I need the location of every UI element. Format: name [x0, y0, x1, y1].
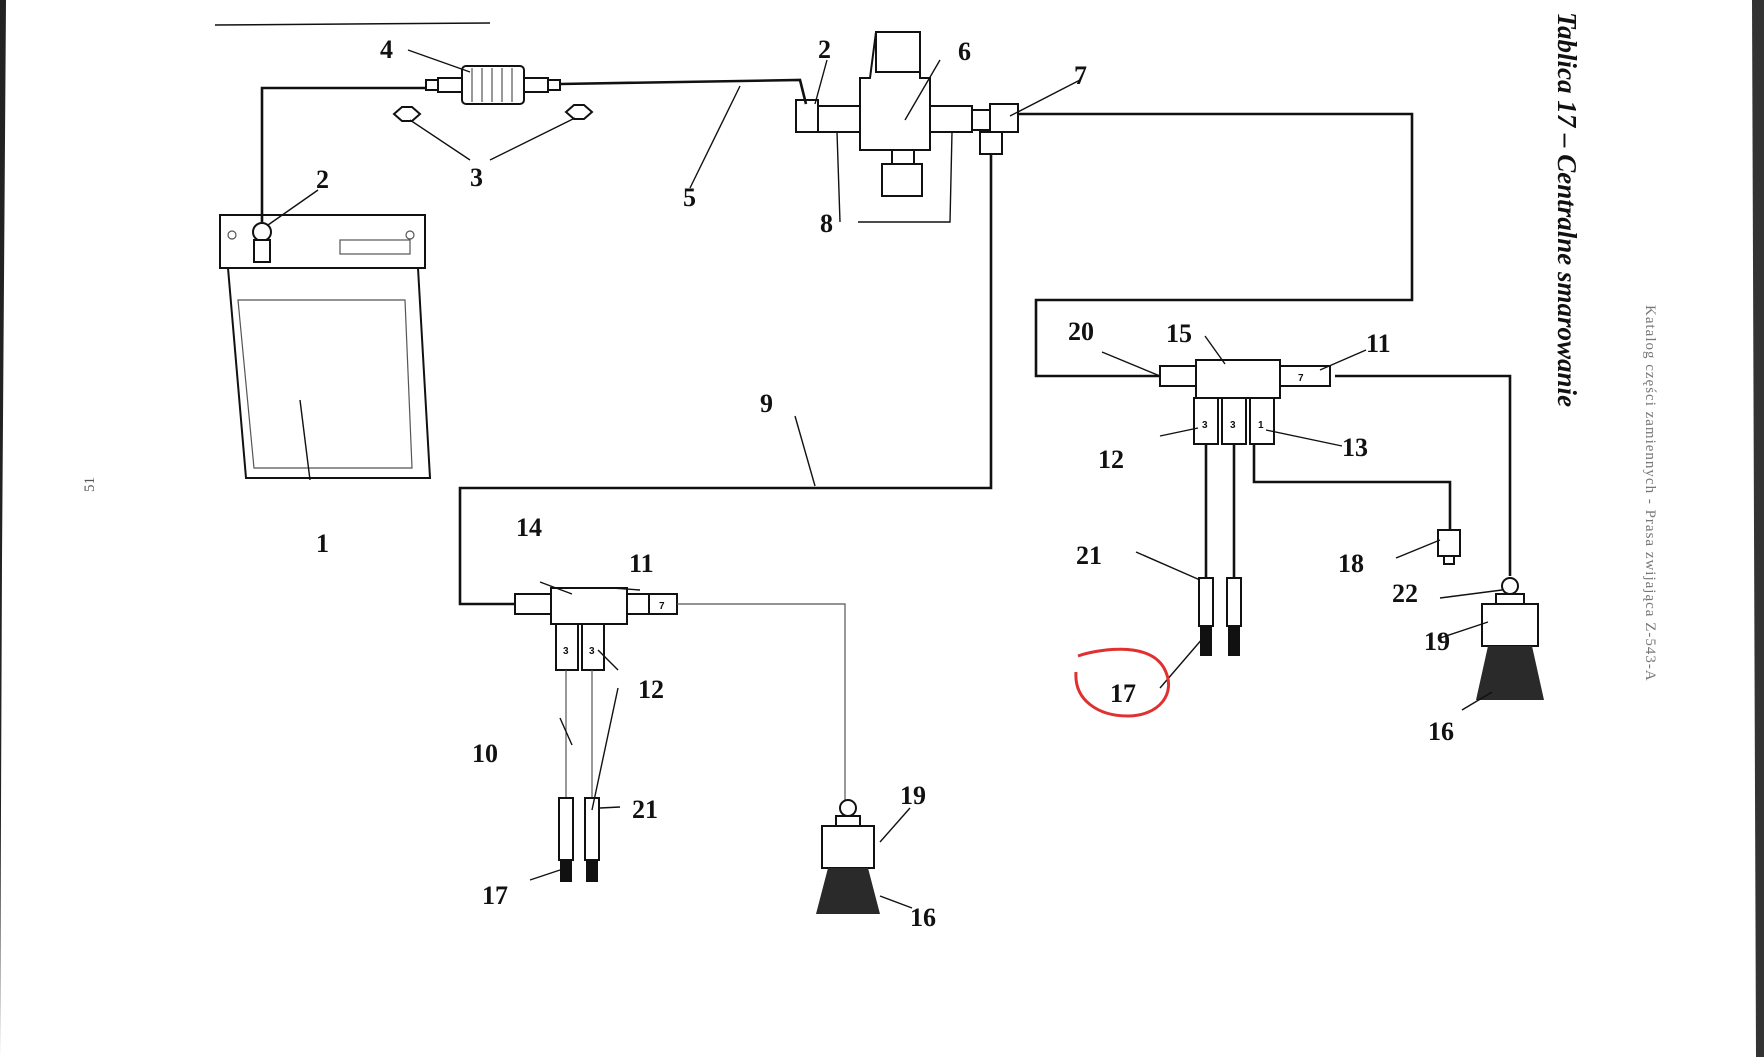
scan-edge-left — [0, 0, 6, 1057]
callout-13: 13 — [1342, 433, 1368, 462]
outlet-mark: 3 — [563, 646, 569, 657]
pump — [795, 31, 1019, 197]
pipe-lines — [260, 78, 1512, 606]
callout-10: 10 — [472, 739, 498, 768]
callout-19: 19 — [900, 781, 926, 810]
callout-20: 20 — [1068, 317, 1094, 346]
callout-4: 4 — [380, 35, 393, 64]
callout-6: 6 — [958, 37, 971, 66]
callout-12: 12 — [1098, 445, 1124, 474]
distributor-15: 3 3 1 7 — [1159, 359, 1331, 656]
callout-2: 2 — [818, 35, 831, 64]
callout-2: 2 — [316, 165, 329, 194]
callout-3: 3 — [470, 163, 483, 192]
callout-16: 16 — [910, 903, 936, 932]
bottom-brush-assembly — [816, 799, 880, 914]
callout-9: 9 — [760, 389, 773, 418]
callout-5: 5 — [683, 183, 696, 212]
callout-21: 21 — [1076, 541, 1102, 570]
callout-15: 15 — [1166, 319, 1192, 348]
reservoir — [219, 214, 432, 479]
top-rule — [214, 22, 491, 26]
callout-14: 14 — [516, 513, 542, 542]
highlight-circle — [1074, 647, 1171, 718]
page-number: 51 — [82, 477, 98, 492]
callout-21: 21 — [632, 795, 658, 824]
outlet-mark: 3 — [1202, 420, 1208, 431]
right-brush-assembly — [1437, 529, 1544, 700]
valve-mark: 7 — [659, 601, 665, 612]
callout-8: 8 — [820, 209, 833, 238]
callout-12: 12 — [638, 675, 664, 704]
callout-18: 18 — [1338, 549, 1364, 578]
callout-17: 17 — [1110, 679, 1136, 708]
outlet-mark: 1 — [1258, 420, 1264, 431]
outlet-mark: 3 — [589, 646, 595, 657]
callout-19: 19 — [1424, 627, 1450, 656]
distributor-14: 7 3 3 — [514, 587, 846, 882]
callout-11: 11 — [629, 549, 654, 578]
callout-numbers: 1 2 3 4 5 2 6 7 8 9 10 11 12 14 16 17 19… — [316, 35, 1454, 932]
scan-edge-right — [1752, 0, 1764, 1057]
callout-11: 11 — [1366, 329, 1391, 358]
callout-7: 7 — [1074, 61, 1087, 90]
callout-22: 22 — [1392, 579, 1418, 608]
page-title: Tablica 17 – Centralne smarowanie — [1552, 12, 1582, 407]
callout-16: 16 — [1428, 717, 1454, 746]
outlet-mark: 3 — [1230, 420, 1236, 431]
filter — [392, 65, 594, 122]
valve-mark: 7 — [1298, 373, 1304, 384]
callout-17: 17 — [482, 881, 508, 910]
callout-1: 1 — [316, 529, 329, 558]
footer-caption: Katalog części zamiennych - Prasa zwijaj… — [1642, 305, 1658, 682]
